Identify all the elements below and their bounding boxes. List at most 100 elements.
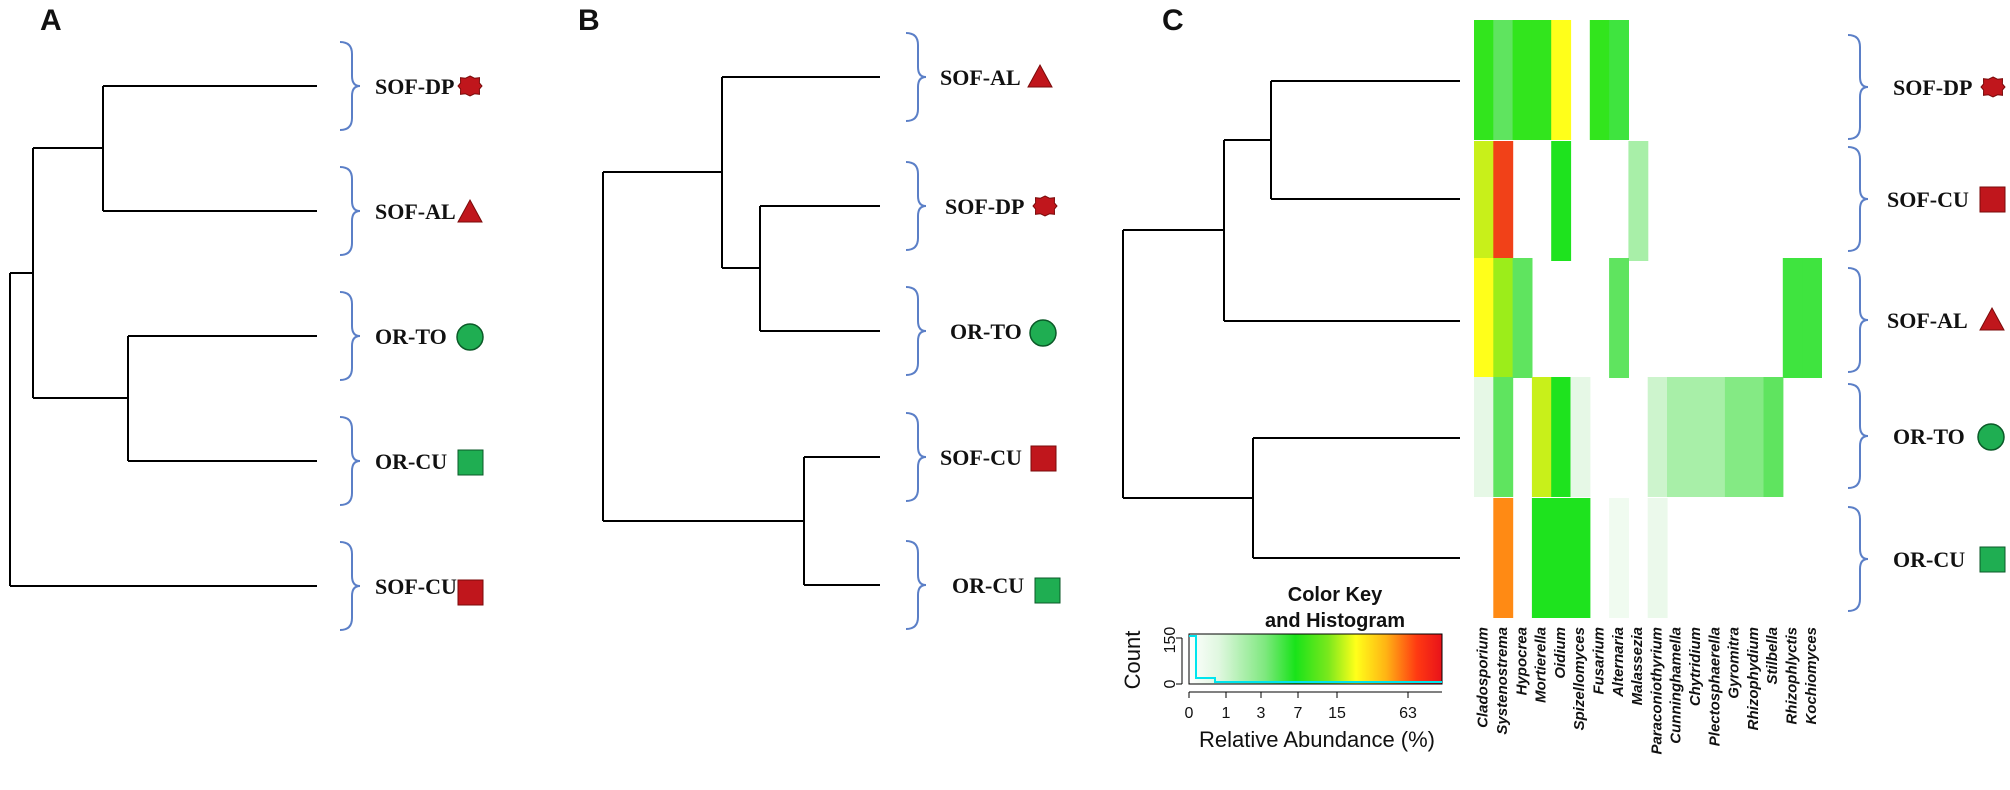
square-icon — [1030, 445, 1057, 472]
color-key-subtitle: and Histogram — [1265, 610, 1405, 632]
leaf-label: SOF-DP — [1893, 75, 1972, 100]
taxon-label: Plectosphaerella — [1706, 627, 1723, 746]
taxon-label: Malassezia — [1629, 627, 1646, 705]
color-key-x-label: Relative Abundance (%) — [1199, 727, 1435, 752]
leaf-label: SOF-AL — [1887, 308, 1968, 333]
leaf-label: OR-CU — [952, 573, 1024, 598]
leaf-label: OR-TO — [950, 319, 1022, 344]
color-key: Color Key and Histogram 0 150 Count 0 1 … — [1120, 584, 1443, 752]
panel-a-leaf-1: SOF-AL — [339, 166, 483, 256]
heatmap-cell — [1763, 377, 1784, 497]
circle-icon — [456, 323, 484, 351]
leaf-label: SOF-DP — [375, 74, 454, 99]
leaf-label: SOF-CU — [375, 574, 457, 599]
color-key-x-tick: 63 — [1399, 705, 1417, 722]
heatmap-cell — [1551, 141, 1572, 261]
taxon-label: Oidium — [1552, 627, 1569, 679]
heatmap-cell — [1609, 498, 1629, 618]
panel-b-leaf-0: SOF-AL — [905, 32, 1053, 122]
heatmap-cell — [1493, 141, 1514, 261]
heatmap-cell — [1512, 258, 1533, 378]
heatmap-cell — [1493, 20, 1514, 140]
leaf-label: SOF-AL — [940, 65, 1021, 90]
heatmap-cell — [1531, 20, 1552, 140]
heatmap-cell — [1782, 258, 1803, 378]
taxon-label: Kochiomyces — [1803, 627, 1820, 725]
taxon-label: Chytridium — [1687, 627, 1704, 706]
panel-c-leaf-2: SOF-AL — [1847, 267, 2005, 373]
taxon-label: Mortierella — [1533, 627, 1550, 703]
heatmap-cell — [1493, 377, 1514, 497]
square-icon — [457, 449, 484, 476]
panel-b-letter: B — [578, 4, 600, 37]
taxon-label: Spizellomyces — [1571, 627, 1588, 730]
heatmap-cell — [1609, 20, 1629, 140]
panel-c-dendrogram — [1122, 80, 1460, 559]
square-icon — [1979, 186, 2006, 213]
leaf-label: SOF-CU — [1887, 187, 1969, 212]
heatmap-cell — [1686, 377, 1707, 497]
heatmap-cell — [1589, 20, 1610, 140]
panel-c-leaf-0: SOF-DP — [1847, 34, 2006, 140]
panel-a-letter: A — [40, 4, 62, 37]
color-key-x-tick: 0 — [1185, 705, 1194, 722]
leaf-label: SOF-AL — [375, 199, 456, 224]
circle-icon — [1029, 319, 1057, 347]
heatmap-cell — [1724, 377, 1745, 497]
leaf-label: OR-CU — [1893, 547, 1965, 572]
taxon-label: Rhizophlyctis — [1783, 627, 1800, 725]
triangle-icon — [1027, 63, 1053, 88]
panel-a: A SOF-DP SOF-AL OR-TO — [9, 4, 484, 631]
triangle-icon — [1979, 306, 2005, 331]
panel-b-leaf-2: OR-TO — [905, 286, 1057, 376]
panel-a-leaf-2: OR-TO — [339, 291, 484, 381]
color-key-x-tick: 3 — [1257, 705, 1266, 722]
panel-b: B SOF-AL SOF-DP OR-TO — [578, 4, 1061, 630]
heatmap-cell — [1609, 258, 1629, 378]
color-key-gradient — [1188, 633, 1443, 685]
heatmap-cell — [1493, 258, 1514, 378]
square-icon — [1979, 546, 2006, 573]
taxon-label: Rhizophydium — [1745, 627, 1762, 730]
square-icon — [1034, 577, 1061, 604]
triangle-icon — [457, 198, 483, 223]
color-key-x-tick: 15 — [1328, 705, 1346, 722]
panel-a-leaf-4: SOF-CU — [339, 541, 484, 631]
heatmap-cell — [1667, 377, 1687, 497]
leaf-label: OR-CU — [375, 449, 447, 474]
panel-c-leaf-3: OR-TO — [1847, 383, 2005, 489]
taxon-label: Cladosporium — [1475, 627, 1492, 728]
leaf-label: SOF-CU — [940, 445, 1022, 470]
taxon-label: Fusarium — [1590, 627, 1607, 695]
panel-c-letter: C — [1162, 4, 1184, 37]
square-icon — [457, 579, 484, 606]
heatmap-cell — [1474, 377, 1494, 497]
heatmap-cell — [1570, 498, 1591, 618]
heatmap — [1474, 20, 1822, 618]
heatmap-cell — [1493, 498, 1514, 618]
taxon-label: Systenostrema — [1494, 627, 1511, 735]
panel-c-leaf-1: SOF-CU — [1847, 146, 2006, 252]
leaf-label: OR-TO — [375, 324, 447, 349]
star-icon — [1032, 195, 1058, 217]
taxon-label: Paraconiothyrium — [1648, 627, 1665, 755]
heatmap-cell — [1551, 498, 1572, 618]
panel-b-leaf-1: SOF-DP — [905, 161, 1058, 251]
color-key-y-tick: 150 — [1162, 627, 1179, 654]
panel-c-leaf-4: OR-CU — [1847, 506, 2006, 612]
panel-b-leaf-4: OR-CU — [905, 540, 1061, 630]
heatmap-cell — [1512, 20, 1533, 140]
taxon-label: Cunninghamella — [1668, 627, 1685, 744]
taxon-label: Alternaria — [1610, 627, 1627, 698]
star-icon — [1980, 76, 2006, 98]
heatmap-cell — [1647, 377, 1668, 497]
panel-a-leaf-3: OR-CU — [339, 416, 484, 506]
taxon-label: Stilbella — [1764, 627, 1781, 685]
taxon-label: Hypocrea — [1513, 627, 1530, 695]
heatmap-cell — [1705, 377, 1726, 497]
heatmap-cell — [1531, 498, 1552, 618]
heatmap-cell — [1744, 377, 1765, 497]
heatmap-cell — [1531, 377, 1552, 497]
